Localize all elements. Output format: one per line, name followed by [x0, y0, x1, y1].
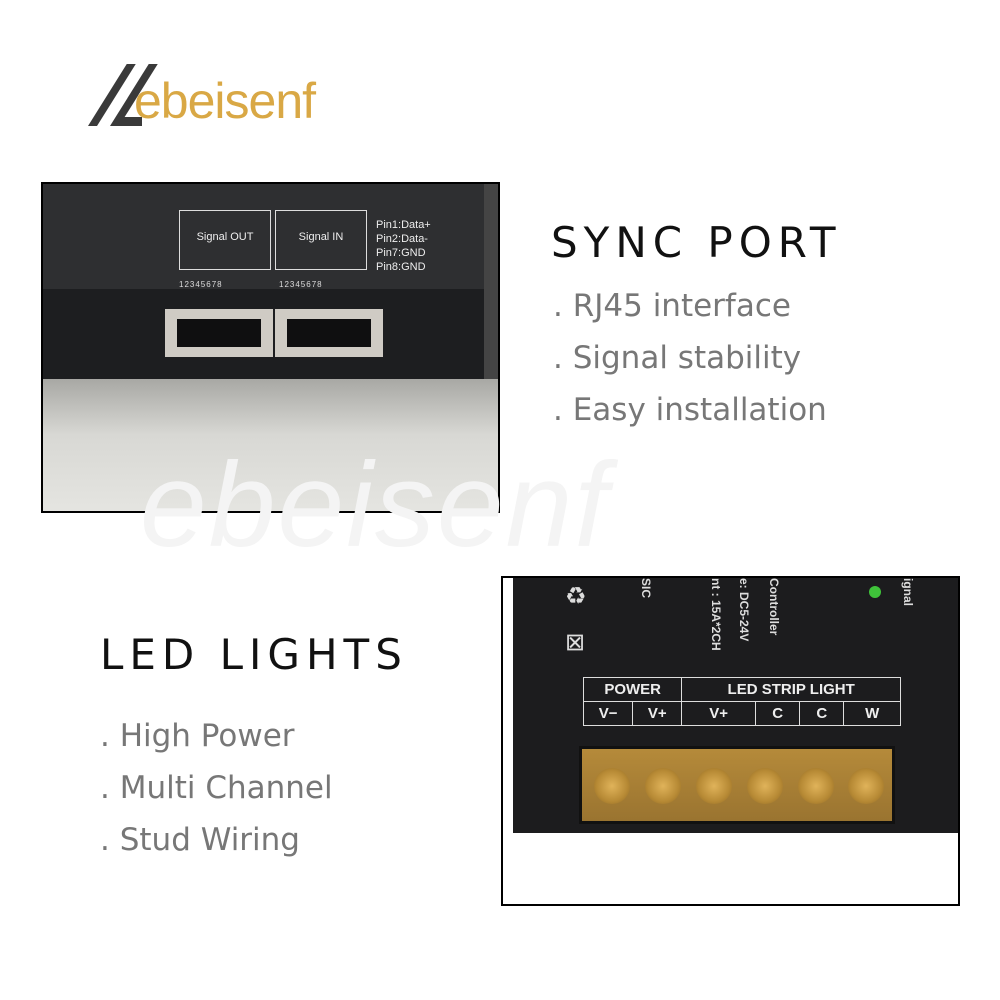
led-heading: LED LIGHTS — [100, 630, 408, 679]
terminal-block — [579, 746, 895, 824]
terminal-label: C — [755, 701, 801, 726]
voltage-rating: e: DC5-24V — [737, 578, 751, 642]
weee-bin-icon: ⊠ — [565, 629, 586, 656]
sync-bullets: . RJ45 interface . Signal stability . Ea… — [553, 280, 827, 436]
terminal-label: V+ — [632, 701, 683, 726]
bullet: . Easy installation — [553, 392, 827, 428]
bullet: . Multi Channel — [100, 770, 333, 806]
terminal-table: POWER LED STRIP LIGHT V− V+ V+ C C W — [582, 677, 901, 726]
group-power: POWER — [582, 677, 683, 702]
sync-heading: SYNC PORT — [551, 218, 842, 267]
rj45-port-out — [165, 309, 273, 357]
led-bullets: . High Power . Multi Channel . Stud Wiri… — [100, 710, 333, 866]
pin-8: Pin8:GND — [376, 261, 426, 273]
signal-label: ignal — [901, 578, 915, 607]
pin-7: Pin7:GND — [376, 247, 426, 259]
current-rating: nt : 15A*2CH — [709, 578, 723, 651]
sync-port-photo: Signal OUT Signal IN 12345678 12345678 P… — [41, 182, 500, 513]
pin-1: Pin1:Data+ — [376, 219, 431, 231]
screw-icon — [696, 768, 732, 804]
status-led — [869, 586, 881, 598]
screw-icon — [594, 768, 630, 804]
terminal-label: C — [799, 701, 845, 726]
terminal-label: V− — [582, 701, 634, 726]
screw-icon — [645, 768, 681, 804]
signal-out-label: Signal OUT — [179, 210, 271, 270]
signal-in-label: Signal IN — [275, 210, 367, 270]
group-led-strip: LED STRIP LIGHT — [681, 677, 901, 702]
recycle-icon: ♻ — [565, 583, 587, 610]
led-controller-photo: ♻ ⊠ SIC nt : 15A*2CH e: DC5-24V Controll… — [501, 576, 960, 906]
brand-logo: ebeisenf — [66, 64, 316, 129]
pin-2: Pin2:Data- — [376, 233, 428, 245]
bullet: . Stud Wiring — [100, 822, 300, 858]
controller-label: Controller — [767, 578, 781, 636]
terminal-label: W — [843, 701, 901, 726]
bullet: . Signal stability — [553, 340, 802, 376]
terminal-label: V+ — [681, 701, 757, 726]
label-text: SIC — [639, 578, 653, 599]
rj45-port-in — [275, 309, 383, 357]
screw-icon — [848, 768, 884, 804]
logo-mark-icon — [66, 64, 158, 126]
pin-numbers-out: 12345678 — [179, 280, 223, 289]
bullet: . High Power — [100, 718, 295, 754]
brand-name: ebeisenf — [134, 73, 316, 129]
screw-icon — [798, 768, 834, 804]
pin-legend: Pin1:Data+ Pin2:Data- Pin7:GND Pin8:GND — [376, 218, 431, 274]
pin-numbers-in: 12345678 — [279, 280, 323, 289]
bullet: . RJ45 interface — [553, 288, 791, 324]
screw-icon — [747, 768, 783, 804]
